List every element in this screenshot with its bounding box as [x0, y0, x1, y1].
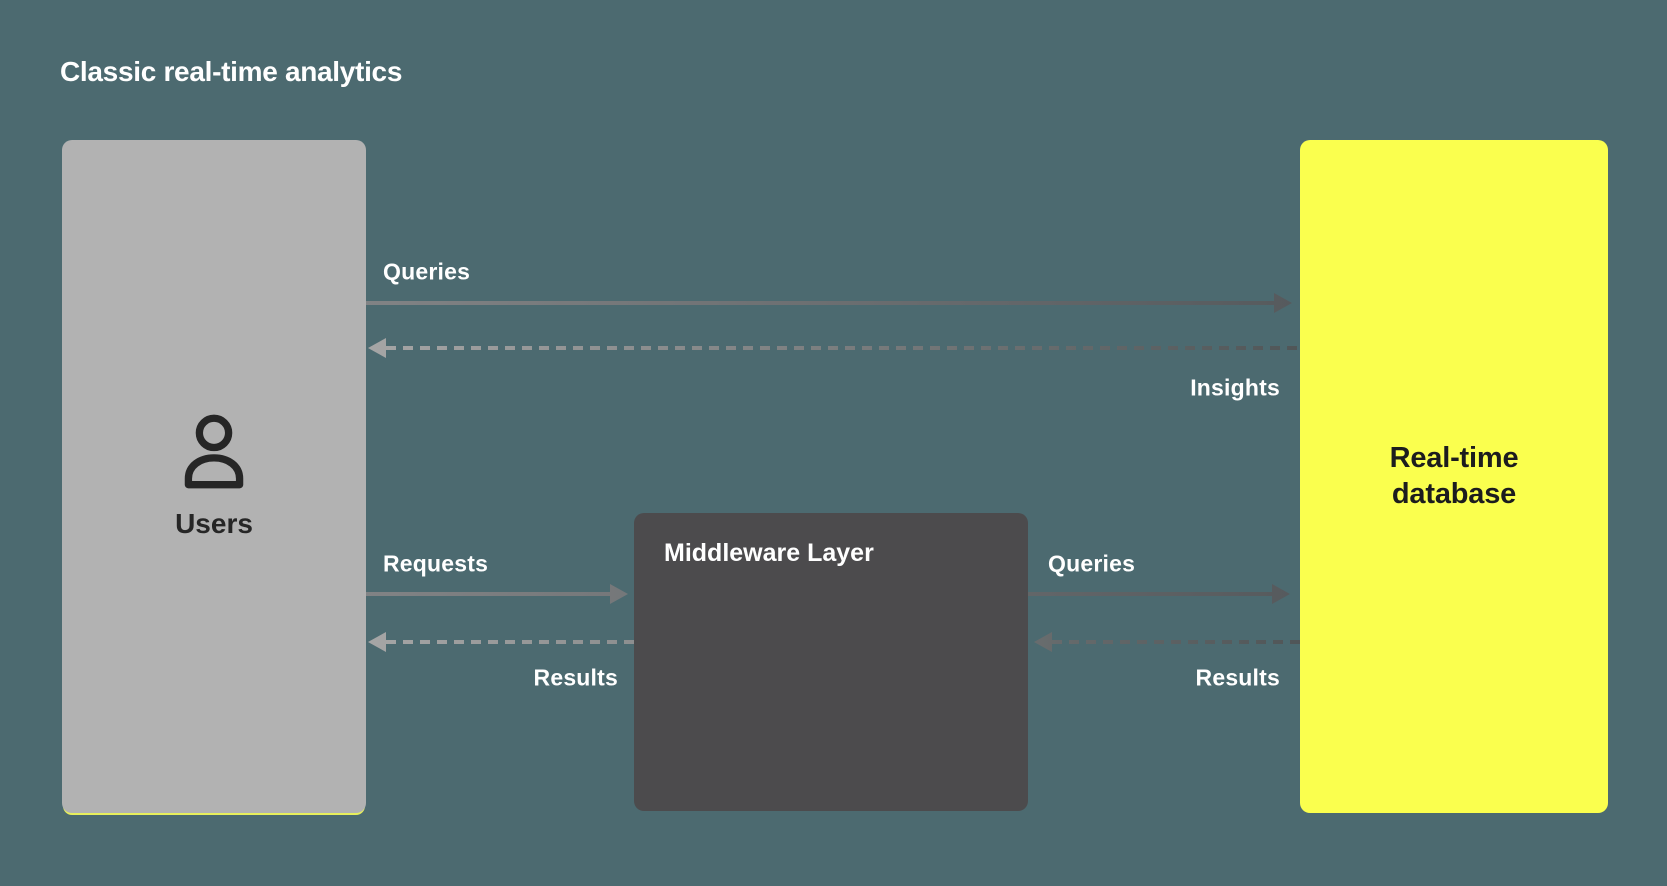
- edge-users-to-middleware-requests: [366, 584, 628, 604]
- edge-label-insights: Insights: [1190, 374, 1280, 401]
- edge-database-to-middleware-results: [1034, 632, 1300, 652]
- arrowhead-left-icon: [368, 338, 386, 358]
- page-title: Classic real-time analytics: [60, 56, 403, 87]
- arrowhead-right-icon: [1272, 584, 1290, 604]
- node-users: Users: [62, 140, 366, 813]
- edge-label-results-right: Results: [1195, 664, 1280, 691]
- node-middleware: Middleware Layer: [634, 513, 1028, 811]
- edge-label-queries-top: Queries: [383, 258, 471, 285]
- node-users-label: Users: [175, 507, 253, 539]
- user-icon: [175, 414, 253, 492]
- arrowhead-left-icon: [368, 632, 386, 652]
- arrowhead-left-icon: [1034, 632, 1052, 652]
- edge-middleware-to-users-results: [368, 632, 634, 652]
- node-middleware-label: Middleware Layer: [664, 539, 874, 567]
- edge-label-queries-right: Queries: [1048, 550, 1136, 577]
- node-realtime-database-label: Real-time database: [1389, 442, 1519, 510]
- node-realtime-database: Real-time database: [1300, 140, 1608, 813]
- edge-middleware-to-database-queries: [1028, 584, 1290, 604]
- edge-label-requests: Requests: [383, 550, 489, 577]
- arrowhead-right-icon: [610, 584, 628, 604]
- edge-label-results-mid: Results: [533, 664, 618, 691]
- edge-users-to-database-queries: [366, 293, 1292, 313]
- edge-database-to-users-insights: [368, 338, 1300, 358]
- arrowhead-right-icon: [1274, 293, 1292, 313]
